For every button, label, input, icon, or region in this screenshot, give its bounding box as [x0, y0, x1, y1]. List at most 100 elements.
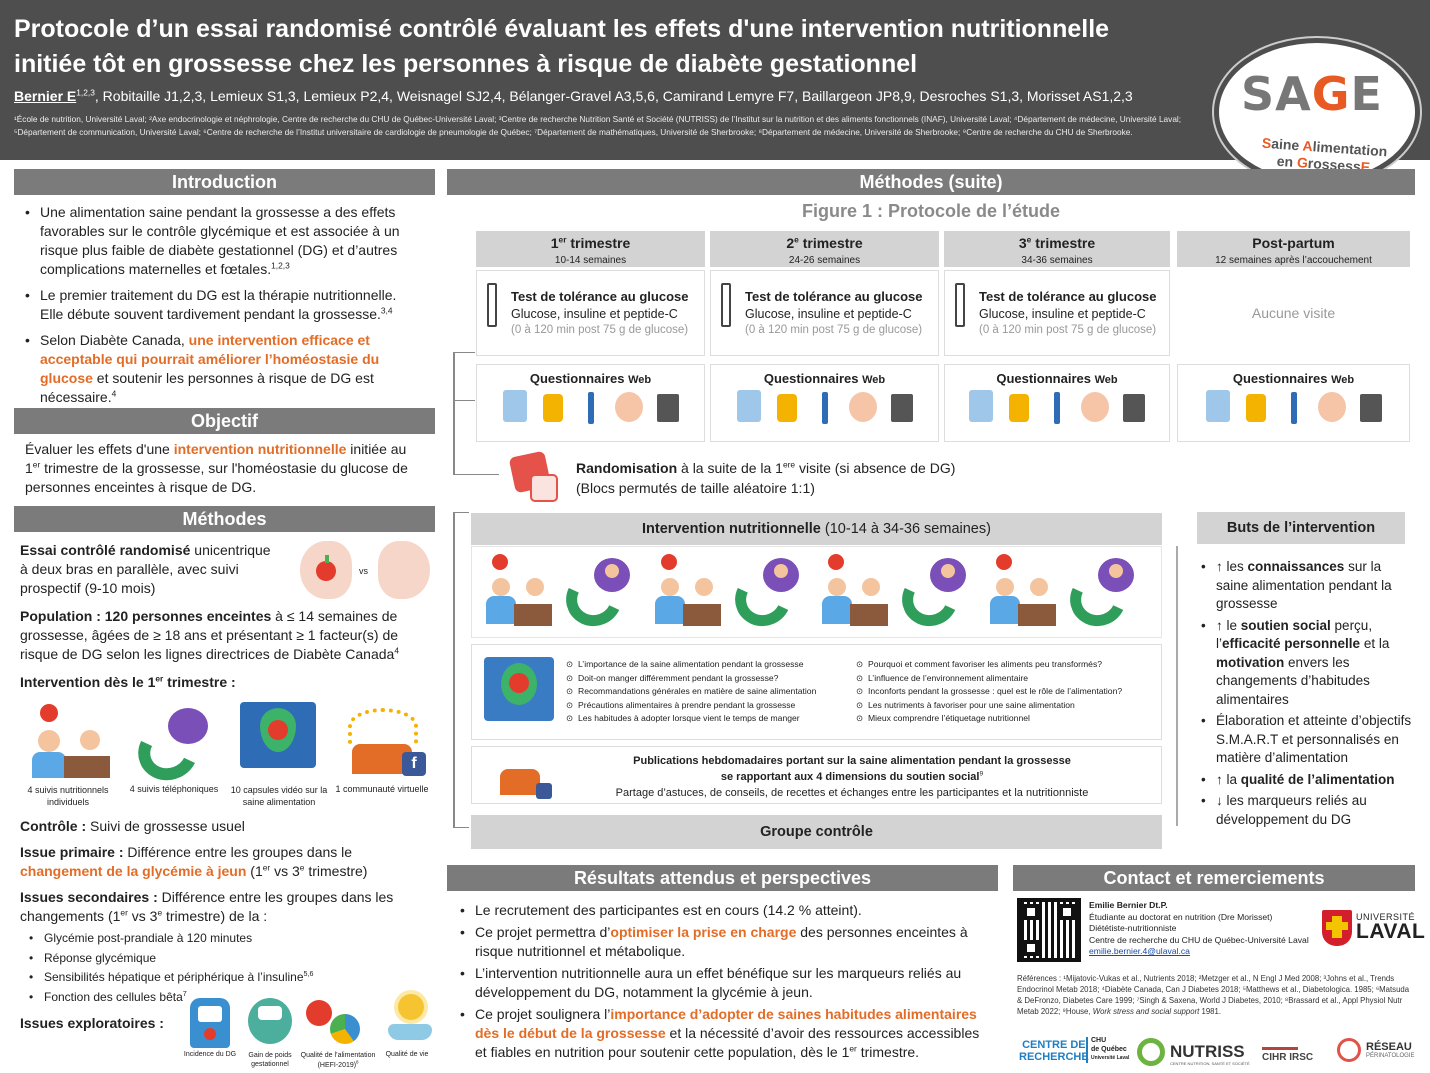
intervention-bar: Intervention nutritionnelle (10-14 à 34-…: [471, 513, 1162, 545]
but-item: ↑ la qualité de l’alimentation: [1196, 771, 1414, 790]
expl-label-dg: Incidence du DG: [183, 1051, 237, 1058]
topic-item: ⊙ L’influence de l’environnement aliment…: [856, 672, 1029, 683]
dumbbell-icon: [575, 390, 607, 426]
vs-label: vs: [359, 566, 368, 576]
questionnaires-box-2: Questionnaires Web: [710, 364, 939, 442]
virtual-community-icon: f: [342, 700, 430, 778]
nutriss-logo: NUTRISS: [1170, 1042, 1245, 1061]
glucose-test-box-3: Test de tolérance au glucose Glucose, in…: [944, 270, 1170, 356]
groupe-controle-bar: Groupe contrôle: [471, 815, 1162, 849]
flow-line: [453, 400, 475, 401]
syringe-icon: [721, 283, 731, 327]
questionnaires-box-4: Questionnaires Web: [1177, 364, 1410, 442]
weight-scale-icon: [248, 998, 292, 1044]
clipboard-icon: [965, 390, 997, 426]
clipboard-icon: [733, 390, 765, 426]
community-icon: [496, 753, 552, 799]
icon-label-community: 1 communauté virtuelle: [335, 784, 429, 794]
dice-icon: [530, 474, 558, 502]
buts-list: ↑ les connaissances sur la saine aliment…: [1196, 558, 1414, 829]
checklist-icon: [651, 390, 683, 426]
questionnaires-box-3: Questionnaires Web: [944, 364, 1170, 442]
first-author-sup: 1,2,3: [76, 87, 95, 98]
glucose-test-box-2: Test de tolérance au glucose Glucose, in…: [710, 270, 939, 356]
flow-line: [453, 827, 469, 828]
dumbbell-icon: [809, 390, 841, 426]
resultats-heading: Résultats attendus et perspectives: [447, 865, 998, 891]
nutriss-subtitle: CENTRE NUTRITION, SANTÉ ET SOCIÉTÉ: [1170, 1061, 1250, 1066]
icon-label-phone: 4 suivis téléphoniques: [129, 784, 219, 794]
other-authors: , Robitaille J1,2,3, Lemieux S1,3, Lemie…: [94, 88, 1133, 104]
ulaval-logo-text2: LAVAL: [1356, 920, 1426, 943]
flow-line: [453, 474, 499, 475]
contact-email-link[interactable]: emilie.bernier.4@ulaval.ca: [1089, 946, 1190, 957]
qr-code[interactable]: [1017, 898, 1081, 962]
head-search-icon: [847, 390, 879, 426]
poster-title: Protocole d’un essai randomisé contrôlé …: [14, 12, 1204, 82]
clipboard-icon: [499, 390, 531, 426]
nutrition-visit-icon: [988, 552, 1056, 632]
supplement-icon: [537, 390, 569, 426]
first-author: Bernier E: [14, 88, 77, 104]
cihr-icon: [1262, 1036, 1298, 1050]
flow-line: [453, 512, 469, 513]
figure-title: Figure 1 : Protocole de l’étude: [801, 201, 1061, 221]
secondary-outcome: Réponse glycémique: [24, 949, 424, 969]
reseau-subtitle: PÉRINATOLOGIE: [1366, 1053, 1415, 1059]
title-line-1: Protocole d’un essai randomisé contrôlé …: [14, 15, 1110, 43]
topic-item: ⊙ Recommandations générales en matière d…: [566, 686, 817, 696]
objectif-text: Évaluer les effets d'une intervention nu…: [25, 441, 408, 495]
phone-call-icon: [558, 556, 634, 634]
flow-line: [453, 352, 475, 353]
phone-call-icon: [894, 556, 970, 634]
questionnaires-box-1: Questionnaires Web: [476, 364, 705, 442]
references: Références : ¹Mijatovic-Vukas et al., Nu…: [1017, 974, 1410, 1016]
resultat-item: L’intervention nutritionnelle aura un ef…: [455, 964, 990, 1002]
introduction-heading: Introduction: [14, 169, 435, 195]
no-visit-label: Aucune visite: [1251, 305, 1336, 321]
icon-label-video: 10 capsules vidéo sur la saine alimentat…: [230, 785, 328, 807]
secondary-outcome: Glycémie post-prandiale à 120 minutes: [24, 929, 424, 949]
clipboard-icon: [1202, 390, 1234, 426]
glucose-meter-icon: [190, 998, 230, 1048]
nutrition-followup-icon: [24, 700, 110, 780]
quality-of-life-icon: [388, 994, 434, 1044]
controle-text: Contrôle : Suivi de grossesse usuel: [20, 818, 245, 834]
intervention-icons-row: [471, 546, 1162, 638]
issues-secondaires-text: Issues secondaires : Différence entre le…: [20, 889, 394, 924]
issue-primaire-text: Issue primaire : Différence entre les gr…: [20, 844, 368, 879]
topics-list-right: ⊙ Pourquoi et comment favoriser les alim…: [856, 658, 1161, 726]
population-text: Population : 120 personnes enceintes à ≤…: [20, 608, 399, 662]
checklist-icon: [1117, 390, 1149, 426]
sage-logo: SAGE Saine Alimentation en GrossessE: [1214, 38, 1420, 186]
dumbbell-icon: [1278, 390, 1310, 426]
video-capsule-icon: [484, 657, 554, 721]
head-search-icon: [1079, 390, 1111, 426]
but-item: ↑ le soutien social perçu, l’efficacité …: [1196, 617, 1414, 710]
topic-item: ⊙ Doit-on manger différemment pendant la…: [566, 672, 779, 683]
icon-label-nutrition: 4 suivis nutritionnels individuels: [27, 785, 109, 807]
intervention-subheading: Intervention dès le 1er trimestre :: [20, 673, 236, 690]
topic-item: ⊙ Les habitudes à adopter lorsque vient …: [566, 713, 800, 723]
nutrition-visit-icon: [820, 552, 888, 632]
head-search-icon: [1316, 390, 1348, 426]
publications-box: Publications hebdomadaires portant sur l…: [471, 746, 1162, 804]
intro-bullet-1: Une alimentation saine pendant la grosse…: [20, 203, 420, 279]
syringe-icon: [487, 283, 497, 327]
nutrition-visit-icon: [653, 552, 721, 632]
phone-call-icon: [727, 556, 803, 634]
objectif-heading: Objectif: [14, 408, 435, 434]
nutrition-visit-icon: [484, 552, 552, 632]
glucose-test-box-1: Test de tolérance au glucose Glucose, in…: [476, 270, 705, 356]
video-topics-box: ⊙ L’importance de la saine alimentation …: [471, 644, 1162, 740]
flow-line: [453, 512, 455, 828]
methodes-suite-heading: Méthodes (suite): [447, 169, 1415, 195]
expl-label-qol: Qualité de vie: [385, 1051, 429, 1058]
methodes-heading: Méthodes: [14, 506, 435, 532]
phone-call-icon: [1062, 556, 1138, 634]
secondary-outcomes-list: Glycémie post-prandiale à 120 minutes Ré…: [24, 929, 424, 1007]
introduction-list: Une alimentation saine pendant la grosse…: [20, 203, 420, 407]
